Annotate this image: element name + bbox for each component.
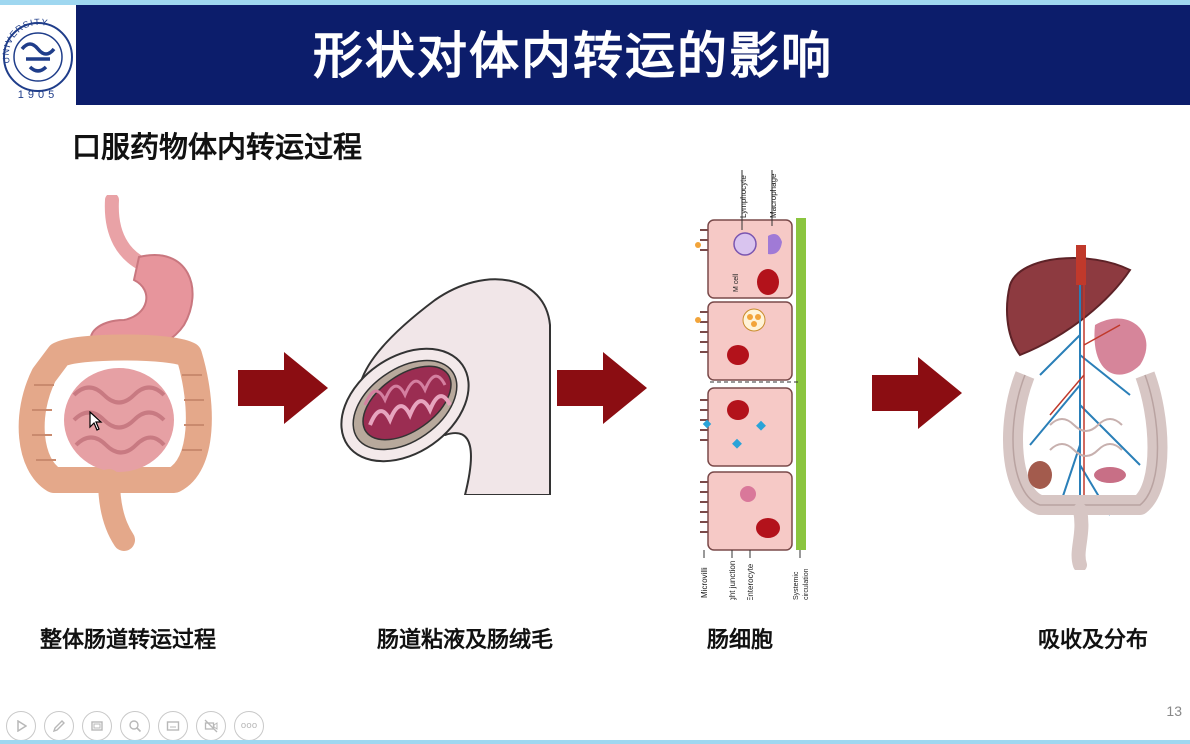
caption-mucus-villi: 肠道粘液及肠绒毛 bbox=[377, 628, 554, 653]
organ-distribution-illustration bbox=[1000, 245, 1170, 572]
label-enterocyte: Enterocyte bbox=[746, 563, 755, 600]
slide-title: 形状对体内转运的影响 bbox=[313, 27, 833, 85]
right-arrow-icon bbox=[557, 352, 647, 424]
top-accent-line bbox=[0, 0, 1190, 5]
page-number: 13 bbox=[1166, 703, 1182, 719]
title-bar: 形状对体内转运的影响 bbox=[76, 5, 1190, 105]
label-circulation: circulation bbox=[803, 568, 810, 600]
mouse-cursor-icon bbox=[89, 411, 103, 431]
caption-absorption: 吸收及分布 bbox=[1038, 628, 1149, 653]
slideshow-toolbar: ooo bbox=[6, 711, 264, 741]
slide-subtitle: 口服药物体内转运过程 bbox=[72, 130, 363, 164]
camera-off-icon[interactable] bbox=[196, 711, 226, 741]
intestine-cross-section-illustration bbox=[325, 265, 555, 496]
play-icon[interactable] bbox=[6, 711, 36, 741]
label-macrophage: Macrophage bbox=[769, 173, 778, 218]
logo-ring-text: UNIVERSITY bbox=[1, 17, 48, 64]
enterocyte-diagram: Lymphocyte Macrophage M cell Microvilli … bbox=[690, 160, 820, 608]
more-icon[interactable]: ooo bbox=[234, 711, 264, 741]
label-tight-junction: Tight junction bbox=[728, 561, 737, 600]
zoom-icon[interactable] bbox=[120, 711, 150, 741]
label-systemic: Systemic bbox=[793, 571, 800, 600]
caption-digestive: 整体肠道转运过程 bbox=[40, 628, 217, 653]
logo-year: 1905 bbox=[18, 89, 58, 101]
university-logo: UNIVERSITY 1905 bbox=[0, 5, 76, 105]
pen-icon[interactable] bbox=[44, 711, 74, 741]
label-m-cell: M cell bbox=[733, 273, 740, 292]
caption-enterocyte: 肠细胞 bbox=[707, 628, 774, 653]
slides-icon[interactable] bbox=[82, 711, 112, 741]
label-microvilli: Microvilli bbox=[700, 567, 709, 598]
right-arrow-icon bbox=[238, 352, 328, 424]
bottom-accent-line bbox=[0, 740, 1190, 744]
svg-text:UNIVERSITY: UNIVERSITY bbox=[1, 17, 49, 64]
subtitle-icon[interactable] bbox=[158, 711, 188, 741]
label-lymphocyte: Lymphocyte bbox=[739, 175, 748, 218]
right-arrow-icon bbox=[872, 357, 962, 429]
digestive-system-illustration bbox=[14, 193, 214, 555]
